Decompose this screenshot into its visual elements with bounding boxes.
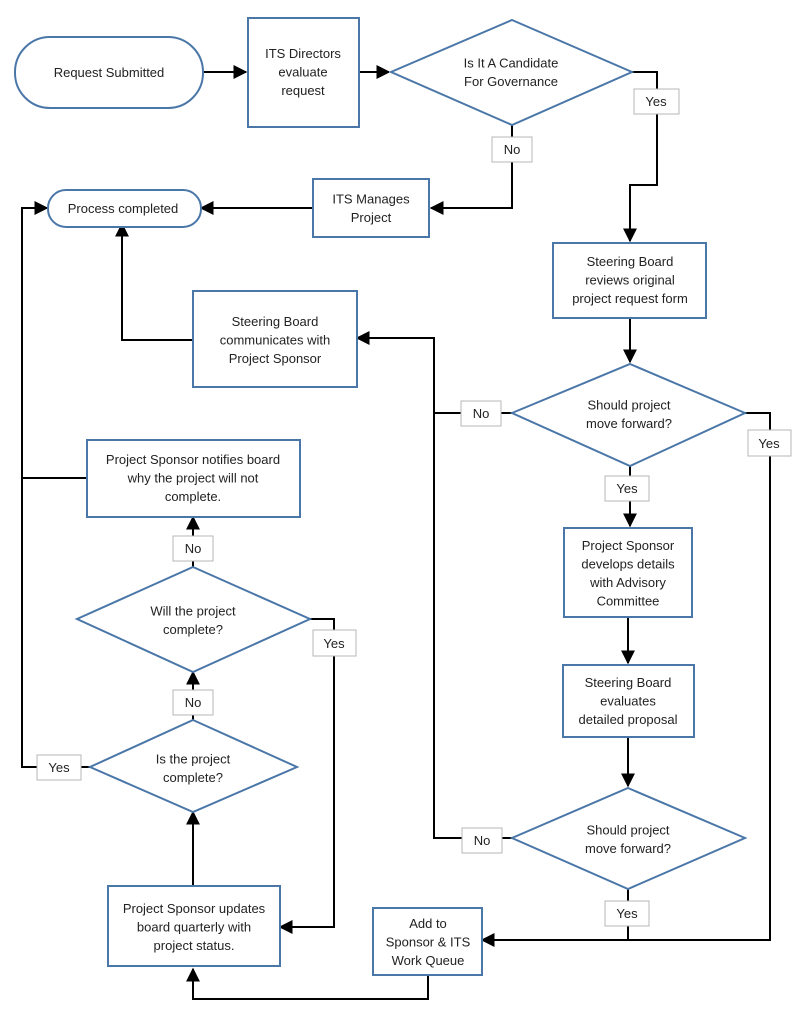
edge-is-complete-yes [21, 201, 90, 768]
edge-candidate-yes [623, 71, 658, 243]
label-forward2-no: No [461, 827, 503, 854]
svg-text:Yes: Yes [323, 636, 345, 651]
label-forward1-yes-down: Yes [604, 475, 650, 502]
svg-text:Yes: Yes [616, 481, 638, 496]
label-will-complete-yes: Yes [312, 629, 357, 657]
svg-text:No: No [473, 406, 490, 421]
svg-text:Yes: Yes [758, 436, 780, 451]
edge-will-complete-yes [278, 618, 335, 934]
label-forward1-yes-right: Yes [747, 429, 792, 457]
node-process-completed: Process completed [47, 189, 202, 228]
label-is-complete-no: No [172, 689, 214, 716]
label-candidate-yes: Yes [633, 88, 680, 115]
svg-text:Process completed: Process completed [68, 201, 179, 216]
svg-text:No: No [474, 833, 491, 848]
label-forward2-yes: Yes [604, 900, 650, 927]
svg-text:Yes: Yes [48, 760, 70, 775]
edge-forward2-no [433, 413, 512, 839]
node-request-submitted: Request Submitted [14, 36, 204, 109]
edge-queue-to-updates [186, 967, 429, 1000]
edge-forward1-yes-right [480, 412, 771, 947]
edge-communicates-to-completed [115, 222, 193, 341]
label-is-complete-yes: Yes [36, 754, 82, 781]
svg-text:No: No [504, 142, 521, 157]
svg-text:Yes: Yes [645, 94, 667, 109]
label-candidate-no: No [491, 136, 533, 163]
svg-text:Request Submitted: Request Submitted [54, 65, 165, 80]
svg-text:Yes: Yes [616, 906, 638, 921]
svg-text:No: No [185, 541, 202, 556]
svg-text:No: No [185, 695, 202, 710]
label-forward1-no: No [460, 400, 502, 427]
label-will-complete-no: No [172, 535, 214, 562]
